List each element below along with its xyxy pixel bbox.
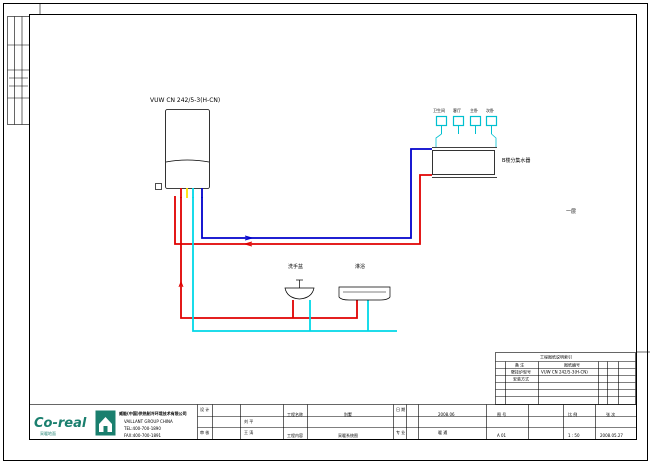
tb-reviewer-value: 王 涛 — [244, 429, 253, 435]
manifold-port-label: 次卧 — [486, 107, 494, 113]
tb-project-value: 别墅 — [344, 411, 352, 417]
dhw-supply-pipe — [180, 197, 358, 319]
basin-bowl — [284, 287, 315, 300]
tb-scale-label: 比 例 — [568, 411, 577, 417]
tb-designer-value: 刘 平 — [244, 418, 253, 424]
wash-basin[interactable] — [284, 279, 315, 300]
tb-scale-value: 1 : 50 — [568, 433, 580, 438]
manifold-port-label: 卫生间 — [433, 107, 445, 113]
tb-date-label: 日 期 — [396, 406, 405, 412]
company-tel: TEL:400-700-1890 — [123, 426, 161, 431]
outer-border — [3, 3, 648, 461]
basin-label: 洗手盆 — [288, 263, 303, 270]
side-note: 一层 — [566, 209, 576, 215]
cold-water-pipe — [192, 197, 397, 332]
tb-designer-label: 设 计 — [200, 406, 209, 412]
company-name: 威能(中国)供热制冷环境技术有限公司 — [118, 410, 187, 416]
manifold-label: B楼分集水器 — [502, 157, 530, 164]
tb-sheet-label: 张 次 — [606, 411, 615, 417]
manifold-port-label: 主卧 — [470, 107, 478, 113]
manifold-ports: 卫生间 客厅 主卧 次卧 — [433, 107, 498, 147]
manifold-box[interactable] — [432, 147, 497, 178]
manifold-port[interactable]: 客厅 — [452, 107, 465, 134]
company-emblem — [95, 410, 116, 436]
heating-supply-pipe — [174, 174, 432, 245]
revision-table-header: 备 注 — [515, 362, 524, 368]
boiler-pipe-stubs — [180, 188, 203, 198]
tb-sheet-value: 2008.05.27 — [600, 433, 623, 438]
tb-content-label: 工程内容 — [287, 432, 303, 438]
manifold-port[interactable]: 次卧 — [485, 107, 498, 134]
tb-drawing-no-value: A 01 — [497, 433, 507, 438]
tb-date-value: 2008.06 — [438, 412, 455, 417]
revision-table-col2: 图纸编号 — [564, 362, 580, 368]
company-logo: Co-real — [34, 416, 87, 431]
boiler-unit[interactable] — [155, 109, 210, 190]
boiler-model-label: VUW CN 242/5-3(H-CN) — [150, 97, 220, 104]
tb-content-value: 采暖系统图 — [338, 432, 358, 438]
tb-reviewer-label: 审 核 — [200, 429, 209, 435]
company-line2: VAILLANT GROUP CHINA — [124, 419, 173, 424]
flow-arrows — [178, 235, 254, 288]
company-fax: FAX:400-700-1891 — [124, 433, 162, 438]
tb-discipline-value: 暖 通 — [438, 429, 447, 435]
revision-row2-label: 安装方式 — [513, 376, 529, 382]
bathtub-body — [338, 286, 391, 301]
bathtub[interactable] — [338, 286, 391, 301]
heating-return-pipe — [201, 148, 432, 239]
boiler-connector-box — [155, 183, 162, 190]
revision-table-title: 工程图纸说明索引 — [540, 354, 572, 360]
manifold-port-label: 客厅 — [453, 107, 461, 113]
revision-row1-value: VUW CN 242/5-3(H-CN) — [541, 370, 588, 375]
tb-project-label: 工程名称 — [287, 411, 303, 417]
title-block-grid — [29, 404, 637, 440]
binding-strip — [7, 16, 30, 125]
manifold-port[interactable]: 主卧 — [469, 107, 482, 134]
tb-discipline-label: 专 业 — [396, 429, 405, 435]
revision-row1-label: 壁挂炉型号 — [511, 369, 531, 375]
shower-label: 淋浴 — [355, 263, 365, 270]
company-logo-sub: 采暖地面 — [40, 430, 56, 436]
manifold-port[interactable]: 卫生间 — [433, 107, 448, 134]
boiler-front-panel — [165, 159, 210, 163]
tb-drawing-no-label: 图 号 — [497, 411, 506, 417]
edge-ticks — [39, 4, 650, 353]
boiler-body — [165, 109, 210, 189]
